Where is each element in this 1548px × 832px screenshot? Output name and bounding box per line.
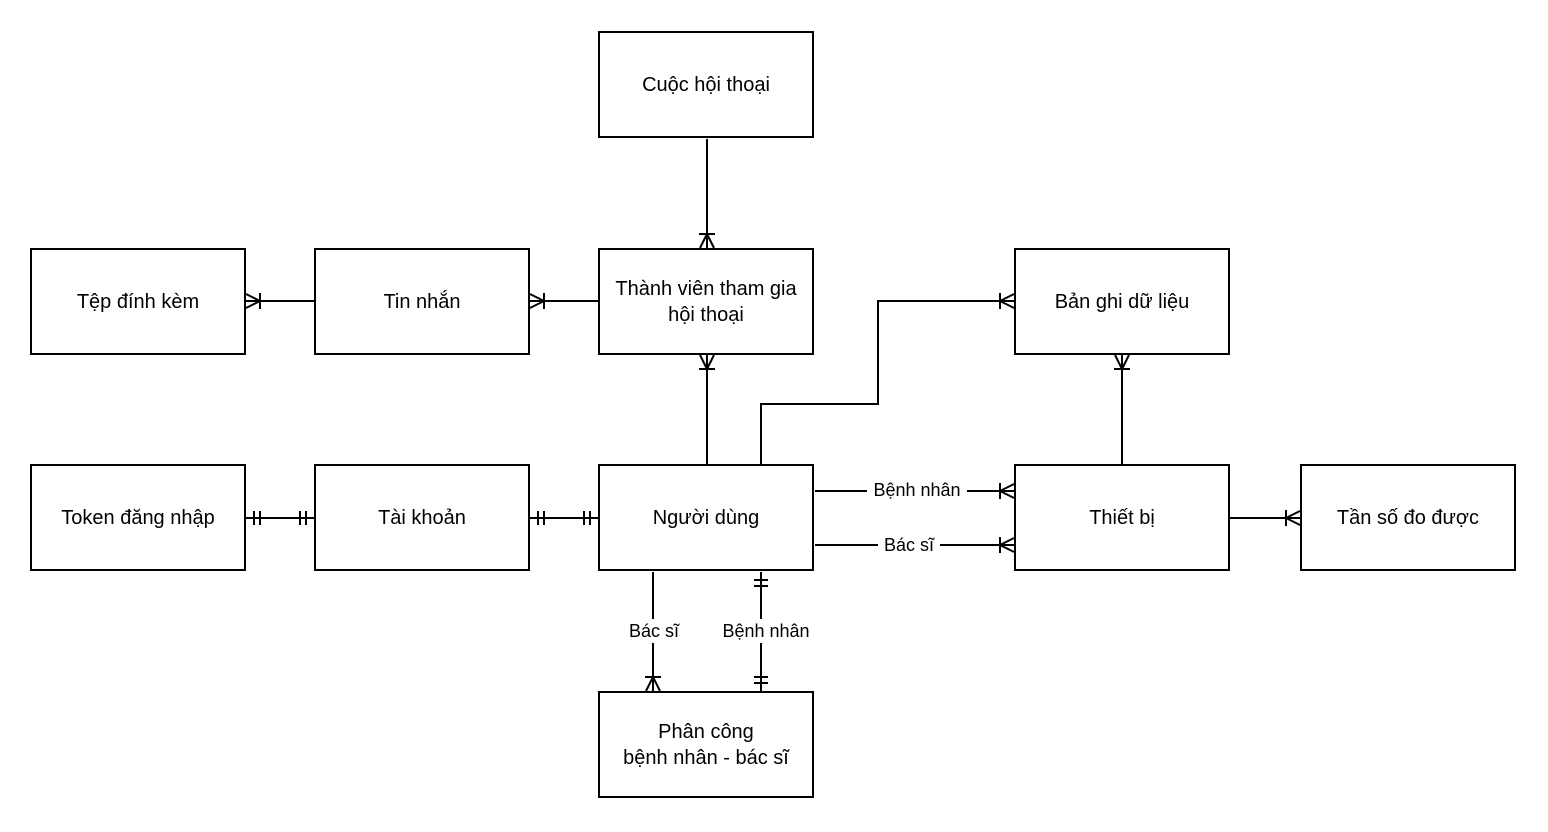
entity-device: Thiết bị	[1014, 464, 1230, 571]
link-member-message	[529, 293, 598, 309]
link-message-attachment	[245, 293, 314, 309]
link-device-frequency	[1230, 510, 1301, 526]
entity-account: Tài khoản	[314, 464, 530, 571]
entity-message: Tin nhắn	[314, 248, 530, 355]
link-user-assignment-patient: Bệnh nhân	[714, 572, 818, 691]
entity-attachment: Tệp đính kèm	[30, 248, 246, 355]
link-account-user	[530, 511, 598, 525]
link-conversation-member	[699, 139, 715, 249]
label-user-device-doctor: Bác sĩ	[884, 535, 935, 555]
link-user-member	[699, 354, 715, 464]
entity-login-token: Token đăng nhập	[30, 464, 246, 571]
entity-user: Người dùng	[598, 464, 814, 571]
label-assign-doctor: Bác sĩ	[629, 621, 680, 641]
link-device-datarecord	[1114, 354, 1130, 464]
link-user-device-doctor: Bác sĩ	[815, 534, 1015, 556]
label-assign-patient: Bệnh nhân	[722, 621, 809, 641]
link-token-account	[246, 511, 314, 525]
link-user-datarecord	[760, 293, 1015, 464]
entity-data-record: Bản ghi dữ liệu	[1014, 248, 1230, 355]
entity-conversation: Cuộc hội thoại	[598, 31, 814, 138]
entity-measured-frequency: Tần số đo được	[1300, 464, 1516, 571]
entity-conversation-member: Thành viên tham gia hội thoại	[598, 248, 814, 355]
link-user-device-patient: Bệnh nhân	[815, 479, 1015, 501]
label-user-device-patient: Bệnh nhân	[873, 480, 960, 500]
link-user-assignment-doctor: Bác sĩ	[622, 572, 684, 692]
entity-patient-doctor-assignment: Phân công bệnh nhân - bác sĩ	[598, 691, 814, 798]
